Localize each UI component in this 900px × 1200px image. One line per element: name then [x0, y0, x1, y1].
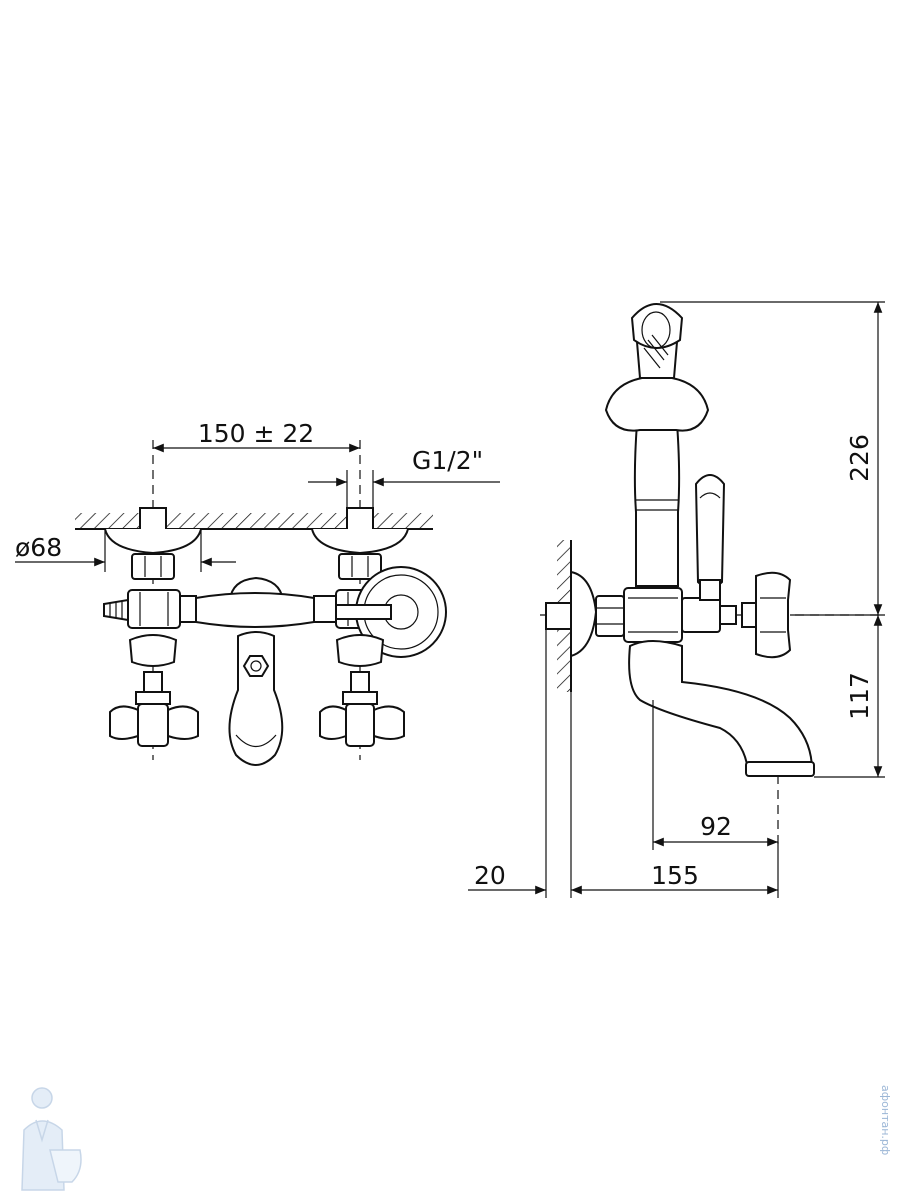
lever-handle — [694, 474, 726, 601]
dim-spacing-label: 150 ± 22 — [198, 419, 314, 448]
side-spout — [628, 640, 815, 777]
dim-height-bottom-label: 117 — [845, 672, 874, 720]
front-wall — [75, 513, 433, 530]
dim-wall-offset-label: 20 — [474, 861, 506, 890]
dim-flange: ø68 — [15, 529, 236, 572]
dim-flange-label: ø68 — [15, 533, 62, 562]
dim-total-depth: 155 — [570, 692, 779, 898]
dim-total-depth-label: 155 — [651, 861, 699, 890]
dim-height-top-label: 226 — [845, 434, 874, 482]
watermark-text: афонтан.рф — [879, 1085, 892, 1156]
dim-height-bottom: 117 — [814, 615, 885, 778]
side-view: 226 117 92 155 20 — [468, 301, 885, 898]
side-body — [623, 587, 737, 643]
right-escutcheon — [335, 566, 447, 658]
plumber-logo — [21, 1087, 82, 1191]
front-view: 150 ± 22 G1/2" ø68 — [15, 419, 500, 766]
right-lower-valve — [319, 634, 405, 747]
dim-spout-reach-label: 92 — [700, 812, 732, 841]
dim-spacing: 150 ± 22 — [153, 419, 360, 453]
left-lower-valve — [109, 634, 199, 747]
mixer-body — [103, 576, 377, 629]
dim-thread-label: G1/2" — [412, 446, 483, 475]
side-escutcheon — [545, 570, 625, 658]
front-spout — [228, 631, 284, 766]
shower-column — [604, 303, 710, 587]
dim-spout-reach: 92 — [652, 700, 778, 850]
side-cross-handle — [741, 571, 792, 659]
dim-wall-offset: 20 — [468, 629, 547, 898]
dim-height-top: 226 — [660, 301, 885, 616]
left-inlet — [104, 507, 202, 580]
right-inlet — [311, 507, 409, 580]
dim-thread: G1/2" — [308, 446, 500, 510]
